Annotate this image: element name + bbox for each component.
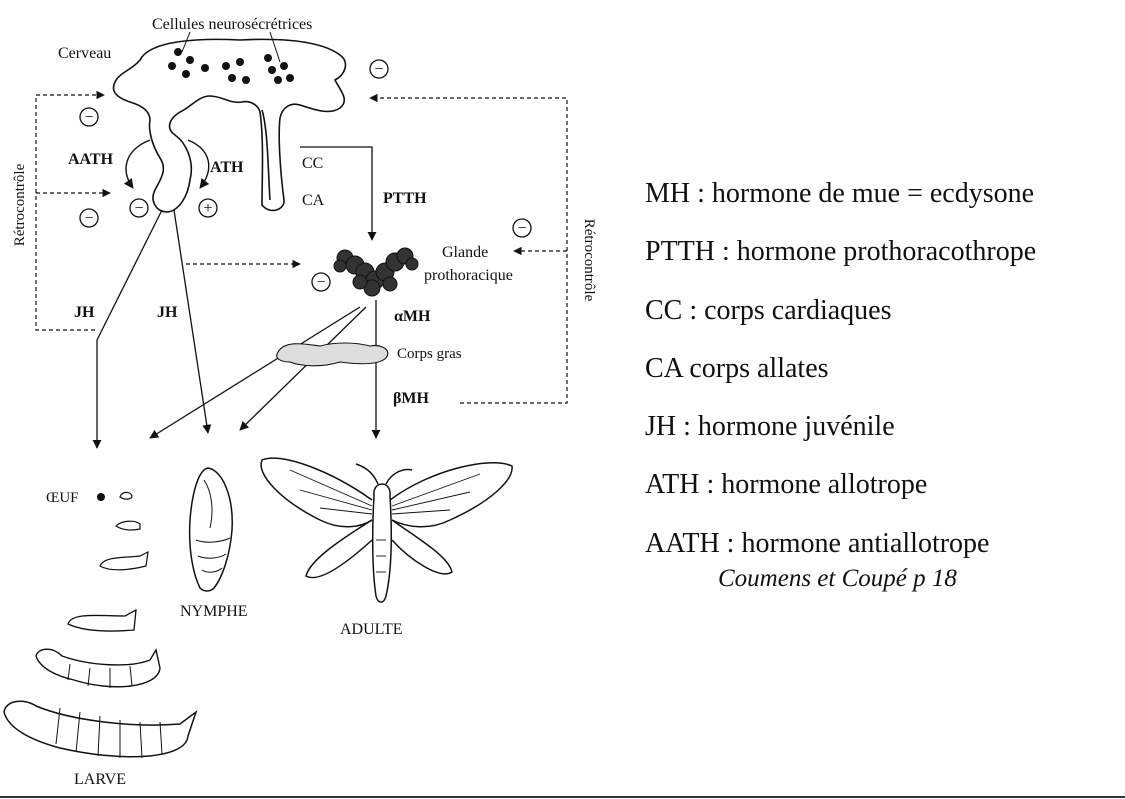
svg-text:−: − [316, 274, 325, 291]
adult-label: ADULTE [340, 621, 403, 638]
svg-text:−: − [517, 220, 526, 237]
legend-item-mh: MH : hormone de mue = ecdysone [645, 178, 1035, 209]
legend-item-ptth: PTTH : hormone prothoracothrope [645, 236, 1037, 268]
ath-label: ATH [210, 159, 244, 176]
jh-left-arrow [92, 209, 163, 449]
aath-label: AATH [68, 151, 114, 168]
minus-sign-aath: − [129, 198, 149, 218]
legend-item-ca: CA corps allates [645, 352, 829, 384]
mh-to-nymph-arrow [239, 306, 367, 431]
legend-item-aath: AATH : hormone antiallotrope [645, 527, 990, 559]
larva-stage-5 [3, 700, 198, 758]
cc-label: CC [302, 155, 323, 172]
plus-sign-ath: + [198, 198, 218, 218]
brain-drawing [112, 38, 347, 213]
minus-sign-brain-left: − [79, 107, 99, 127]
larva-segments [55, 663, 163, 759]
jh-center-label: JH [157, 304, 178, 321]
fat-body [276, 342, 389, 367]
hatchling-drawing [119, 491, 133, 500]
minus-sign-gland-right: − [512, 218, 532, 238]
feedback-left-loop [35, 90, 111, 331]
feedback-right-loop [369, 93, 568, 404]
legend-item-cc: CC : corps cardiaques [645, 294, 892, 326]
fat-body-label: Corps gras [397, 346, 462, 362]
svg-text:−: − [374, 61, 383, 78]
minus-sign-gland-left: − [311, 272, 331, 292]
larva-stage-2 [99, 550, 149, 571]
endocrine-diagram: Cellules neurosécrétrices Cerveau − − − … [3, 16, 597, 788]
mh-to-larva-arrow [149, 306, 361, 439]
gland-label-line1: Glande [442, 244, 488, 261]
svg-text:−: − [134, 200, 143, 217]
feedback-left-label: Rétrocontrôle [12, 163, 28, 246]
larva-stage-1 [115, 520, 141, 531]
larva-stage-4 [35, 648, 161, 688]
ptth-label: PTTH [383, 190, 427, 207]
adult-wing-veins [289, 469, 481, 573]
larva-label: LARVE [74, 771, 126, 788]
ca-label: CA [302, 192, 325, 209]
minus-sign-left-feedback: − [79, 208, 99, 228]
svg-text:−: − [84, 210, 93, 227]
legend: MH : hormone de mue = ecdysone PTTH : ho… [645, 165, 1115, 573]
gland-label-line2: prothoracique [424, 267, 513, 284]
nymph-segments [195, 479, 231, 573]
svg-text:−: − [84, 109, 93, 126]
neurosecretory-pointer [181, 31, 191, 53]
neurosecretory-pointer-2 [269, 31, 281, 63]
aath-arrow [123, 139, 151, 189]
neurosecretory-cells [168, 48, 294, 84]
nymph-label: NYMPHE [180, 603, 248, 620]
neurosecretory-label: Cellules neurosécrétrices [152, 16, 312, 33]
jh-center-arrow [173, 209, 212, 434]
legend-item-jh: JH : hormone juvénile [645, 411, 895, 443]
prothoracic-gland [333, 247, 419, 297]
source-citation: Coumens et Coupé p 18 [718, 565, 957, 592]
egg-drawing [97, 493, 105, 501]
adult-moth-drawing [260, 457, 513, 603]
larva-stage-3 [67, 608, 137, 632]
feedback-right-label: Rétrocontrôle [581, 219, 597, 302]
jh-left-label: JH [74, 304, 95, 321]
legend-item-ath: ATH : hormone allotrope [645, 469, 928, 501]
ath-arrow [187, 139, 210, 189]
bottom-divider [0, 796, 1125, 798]
egg-label: ŒUF [46, 490, 79, 506]
alpha-mh-label: αMH [394, 308, 431, 325]
svg-text:+: + [203, 200, 212, 217]
brain-label: Cerveau [58, 45, 111, 62]
minus-sign-brain-right: − [369, 59, 389, 79]
ptth-arrow [300, 146, 377, 241]
nymph-drawing [188, 467, 233, 592]
beta-mh-label: βMH [393, 390, 430, 407]
